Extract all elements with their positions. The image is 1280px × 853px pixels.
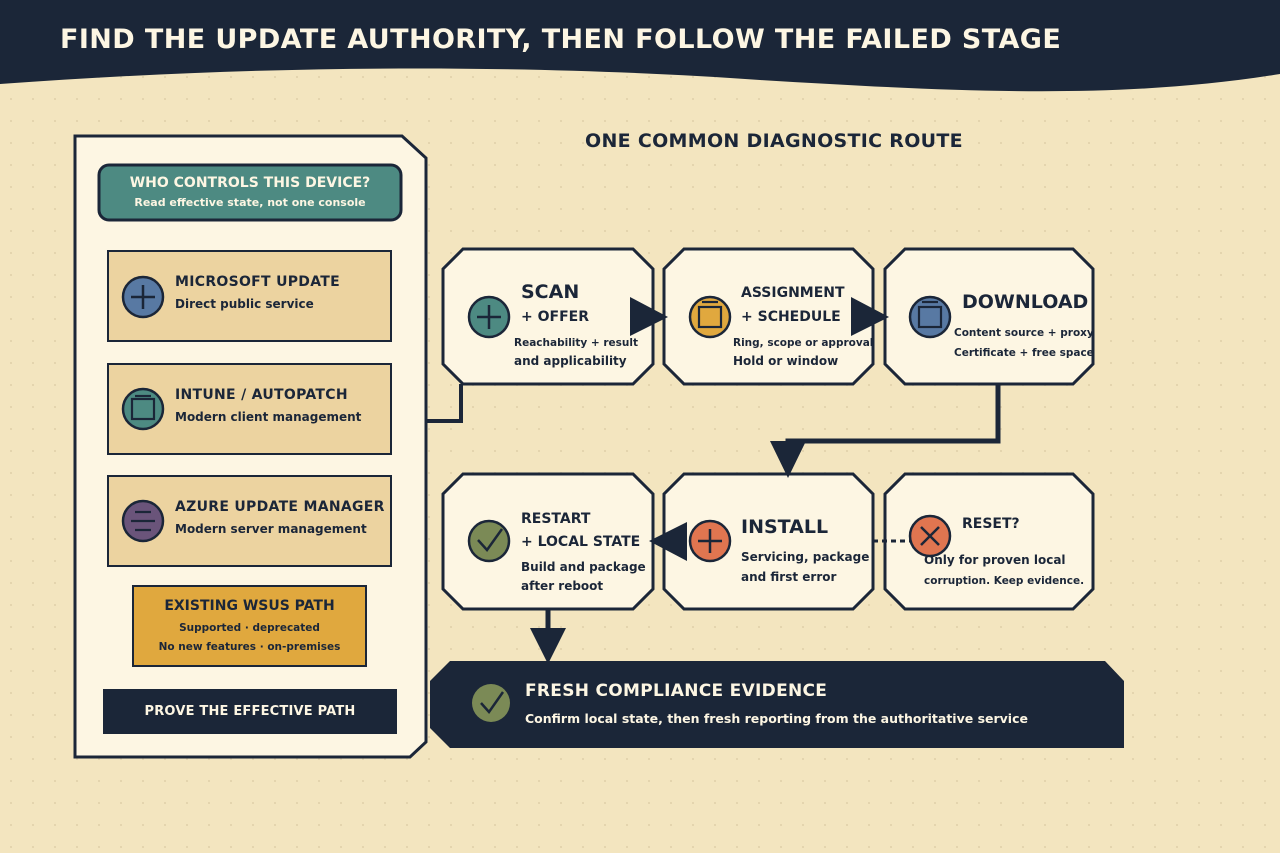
stage-scan-detail2: and applicability [514,354,627,368]
stage-download-detail1: Content source + proxy [954,327,1094,339]
wsus-box [132,585,367,667]
arrow-down-to-install [770,441,806,478]
window-circle-icon [908,295,952,339]
page-title: FIND THE UPDATE AUTHORITY, THEN FOLLOW T… [60,24,1062,55]
stage-assignment-title: ASSIGNMENT [741,285,845,301]
stage-install-title: INSTALL [741,516,829,538]
plus-circle-icon [688,519,732,563]
arrow-restart-to-result [530,628,566,664]
wsus-path: EXISTING WSUS PATH Supported · deprecate… [133,586,366,666]
stage-restart-title2: + LOCAL STATE [521,534,641,550]
window-circle-icon [121,387,165,431]
authority-microsoft-update: MICROSOFT UPDATE Direct public service [108,251,391,341]
stage-restart-detail1: Build and package [521,560,646,574]
wsus-title: EXISTING WSUS PATH [164,598,335,614]
prove-effective-path-label: PROVE THE EFFECTIVE PATH [144,704,356,719]
who-controls-title: WHO CONTROLS THIS DEVICE? [129,175,371,191]
stage-assignment-detail2: Hold or window [733,354,839,368]
stage-card-restart [441,472,655,611]
authority-intune-autopatch: INTUNE / AUTOPATCH Modern client managem… [108,364,391,454]
arrow-scan-to-assignment [630,297,668,336]
who-controls-label-group: WHO CONTROLS THIS DEVICE? Read effective… [100,166,400,218]
stage-assignment-title2: + SCHEDULE [741,309,841,325]
stage-card-reset [883,472,1095,611]
check-circle-icon [472,684,510,722]
authority-subtitle: Modern server management [175,522,367,536]
stage-restart-title: RESTART [521,511,591,527]
stage-reset-detail2: corruption. Keep evidence. [924,575,1085,587]
authority-subtitle: Direct public service [175,297,314,311]
result-banner [430,661,1124,748]
stage-install-detail2: and first error [741,570,837,584]
authority-title: INTUNE / AUTOPATCH [175,387,348,403]
stage-restart-detail2: after reboot [521,579,604,593]
prove-path-box [103,689,397,734]
authority-title: AZURE UPDATE MANAGER [175,499,385,515]
stage-card-install [662,472,875,611]
stage-scan-title: SCAN [521,281,580,303]
plus-circle-icon [467,295,511,339]
stage-card-scan [441,247,655,386]
header-band [0,0,1280,92]
stage-scan-detail1: Reachability + result [514,337,639,349]
stage-assignment-detail1: Ring, scope or approval [733,337,874,349]
check-circle-icon [467,519,511,563]
result-subtitle: Confirm local state, then fresh reportin… [525,711,1028,726]
panel-connector [426,384,463,423]
who-controls-box [97,163,403,222]
wsus-status: Supported · deprecated [179,622,320,634]
result-title: FRESH COMPLIANCE EVIDENCE [525,681,828,701]
arrow-install-to-restart [649,522,687,561]
stage-reset-detail1: Only for proven local [924,553,1066,567]
authority-title: MICROSOFT UPDATE [175,274,340,290]
connector-download-to-install [785,384,1001,447]
stage-card-download [883,247,1095,386]
x-circle-icon [908,514,952,558]
plus-circle-icon [121,275,165,319]
stage-scan-title2: + OFFER [521,309,589,325]
stage-reset-title: RESET? [962,516,1020,532]
stage-download-detail2: Certificate + free space [954,347,1094,359]
who-controls-subtitle: Read effective state, not one console [134,196,366,209]
wsus-note: No new features · on-premises [158,641,341,653]
prove-effective-path-button[interactable]: PROVE THE EFFECTIVE PATH [103,689,397,734]
authority-azure-update-manager: AZURE UPDATE MANAGER Modern server manag… [108,476,391,566]
stage-download-title: DOWNLOAD [962,291,1089,313]
arrow-assignment-to-download [851,297,889,336]
route-title: ONE COMMON DIAGNOSTIC ROUTE [585,130,963,152]
stage-install-detail1: Servicing, package [741,550,870,564]
window-circle-icon [688,295,732,339]
authority-subtitle: Modern client management [175,410,362,424]
lines-circle-icon [121,499,165,543]
stage-card-assignment [662,247,875,386]
